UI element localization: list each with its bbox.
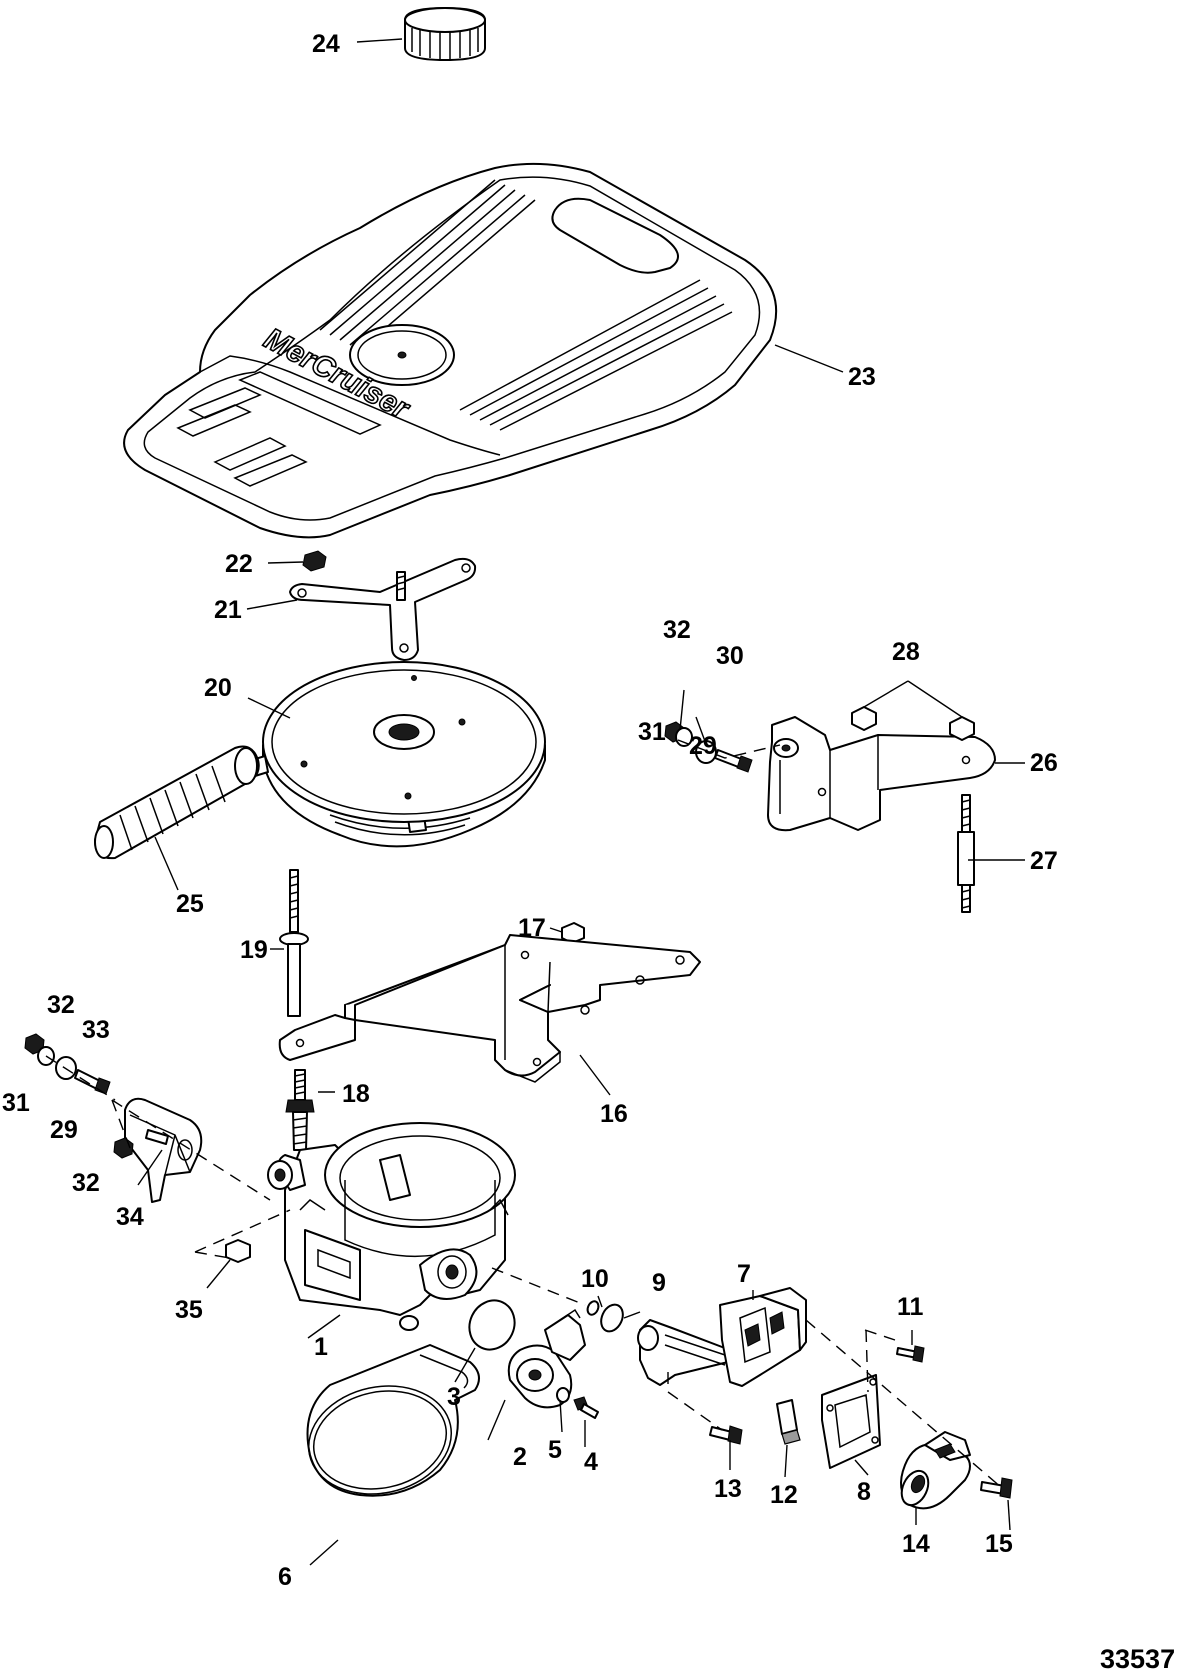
part-15-screw: [980, 1477, 1013, 1499]
part-2-throttle-position-sensor: [507, 1308, 586, 1409]
callout-7: 7: [737, 1260, 751, 1288]
callout-1: 1: [314, 1333, 328, 1361]
callout-11: 11: [897, 1293, 924, 1321]
part-27-stud: [957, 794, 975, 913]
part-30-spacer: [695, 740, 717, 764]
figure-number: 33537: [1100, 1644, 1175, 1674]
callout-18: 18: [342, 1080, 370, 1108]
callout-25: 25: [176, 890, 204, 918]
callout-16: 16: [600, 1100, 628, 1128]
part-34-bracket: [124, 1097, 203, 1203]
callout-22: 22: [225, 550, 253, 578]
part-35-nut: [225, 1239, 251, 1263]
callout-29-left: 29: [50, 1116, 78, 1144]
part-29-bolt-left: [74, 1069, 111, 1095]
part-10-o-ring: [586, 1300, 600, 1316]
callout-14: 14: [902, 1530, 930, 1558]
callout-2: 2: [513, 1443, 527, 1471]
callout-31-left: 31: [2, 1089, 30, 1117]
part-6-gasket: [306, 1344, 480, 1497]
part-9-o-ring: [600, 1303, 624, 1333]
part-16-bracket: [278, 934, 701, 1083]
part-13-screw: [709, 1425, 743, 1445]
callout-9: 9: [652, 1269, 666, 1297]
assembly-lines: [45, 739, 1003, 1489]
callout-10: 10: [581, 1265, 609, 1293]
part-19-stud: [279, 869, 309, 1017]
callout-19: 19: [240, 936, 268, 964]
part-1-throttle-body: [267, 1122, 516, 1331]
part-23-engine-cover: MerCruiser: [123, 162, 778, 539]
callout-5: 5: [548, 1436, 562, 1464]
callout-3: 3: [447, 1383, 461, 1411]
callout-23: 23: [848, 363, 876, 391]
part-22-nut: [302, 550, 327, 572]
callout-35: 35: [175, 1296, 203, 1324]
callout-28: 28: [892, 638, 920, 666]
part-8-gasket: [821, 1374, 881, 1469]
part-3-gasket: [468, 1299, 516, 1351]
part-25-hose: [94, 745, 260, 860]
callout-32-upper: 32: [663, 616, 691, 644]
callout-labels: 1 2 3 4 5 6 7 8 9 10 11 12 13 14 15 16 1…: [2, 30, 1058, 1591]
part-20-flame-arrestor: [251, 661, 546, 848]
callout-13: 13: [714, 1475, 742, 1503]
callout-24: 24: [312, 30, 340, 58]
callout-31-upper: 31: [638, 718, 666, 746]
callout-33: 33: [82, 1016, 110, 1044]
part-28-nut: [851, 706, 975, 741]
callout-30: 30: [716, 642, 744, 670]
callout-20: 20: [204, 674, 232, 702]
part-7-adapter: [637, 1287, 807, 1387]
part-18-stud: [285, 1069, 315, 1151]
callout-32-lower: 32: [72, 1169, 100, 1197]
callout-32-left: 32: [47, 991, 75, 1019]
part-11-screw: [896, 1345, 925, 1363]
callout-6: 6: [278, 1563, 292, 1591]
callout-34: 34: [116, 1203, 144, 1231]
callout-15: 15: [985, 1530, 1013, 1558]
callout-12: 12: [770, 1481, 798, 1509]
callout-4: 4: [584, 1448, 598, 1476]
callout-8: 8: [857, 1478, 871, 1506]
callout-21: 21: [214, 596, 242, 624]
part-14-idle-air-control-valve: [900, 1431, 971, 1510]
callout-29-upper: 29: [689, 732, 717, 760]
part-26-bracket: [767, 716, 996, 832]
part-29-bolt-upper: [714, 749, 753, 773]
part-17-nut: [561, 922, 585, 944]
callout-17: 17: [518, 914, 546, 942]
part-5-washer: [556, 1387, 570, 1403]
part-4-screw: [573, 1396, 599, 1419]
part-24-cap: [404, 7, 486, 61]
leader-lines: [137, 38, 1025, 1566]
callout-27: 27: [1030, 847, 1058, 875]
part-21-bracket: [289, 557, 477, 661]
part-12-seal: [776, 1399, 801, 1445]
callout-26: 26: [1030, 749, 1058, 777]
